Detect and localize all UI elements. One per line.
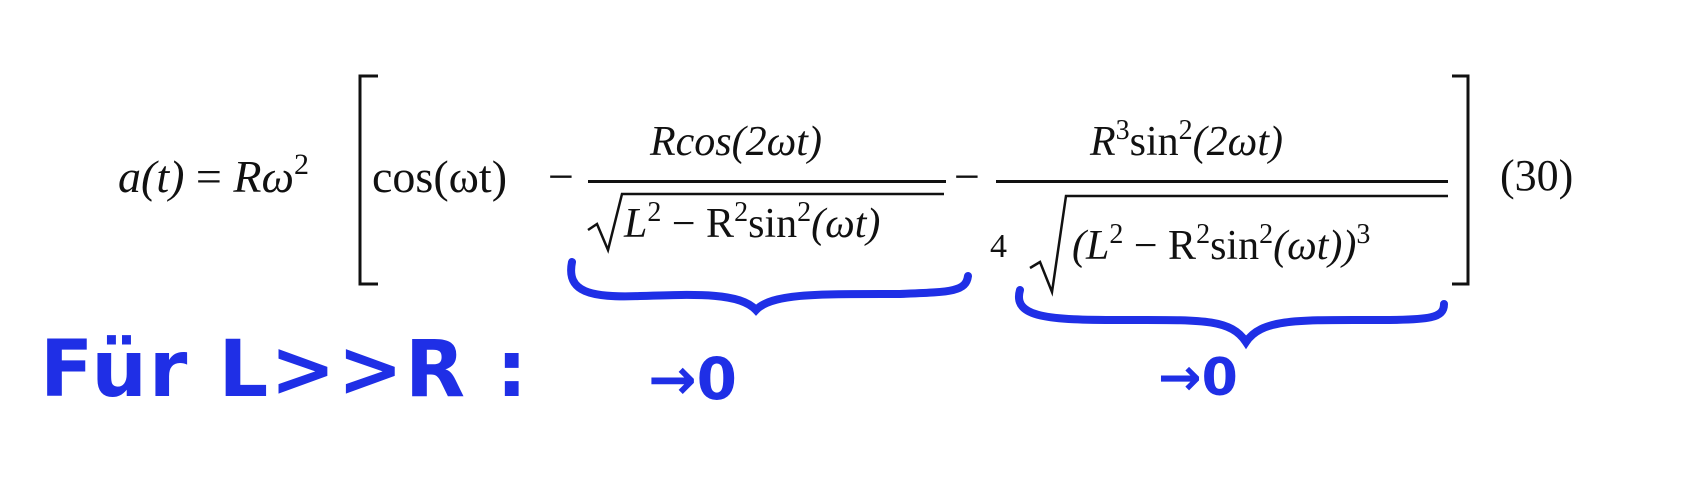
f2-den-exp-outer: 3 [1356,219,1371,250]
fraction2-denominator: (L2 − R2sin2(ωt))3 [1072,219,1371,270]
f2-den-exp3: 2 [1259,219,1274,250]
left-bracket [358,74,378,286]
equation-number: (30) [1500,151,1574,200]
f1-den-exp1: 2 [647,197,662,228]
right-bracket [1452,74,1470,286]
f2-den-exp1: 2 [1109,219,1124,250]
f2-num-sin: sin [1129,119,1179,165]
equals-sign: = [195,151,222,202]
handwritten-arrow-zero-1: →0 [648,345,737,413]
f1-den-sin: sin [748,201,798,247]
f2-num-exp2: 2 [1178,115,1193,146]
f1-den-exp3: 2 [797,197,812,228]
minus-1: − [548,151,574,202]
term-cos-text: cos(ωt) [372,151,508,202]
fraction1-bar [588,180,946,183]
fraction1-numerator: Rcos(2ωt) [650,118,822,166]
f1-num-text: Rcos(2ωt) [650,119,822,165]
minus-2: − [954,151,980,202]
sqrt-sign-1 [587,192,944,254]
f2-num-arg: (2ωt) [1192,119,1283,165]
fraction1-denominator: L2 − R2sin2(ωt) [624,197,881,248]
handwritten-condition: Für L>>R : [40,325,530,415]
f2-den-exp2: 2 [1196,219,1211,250]
fraction2-coefficient: 4 [990,228,1007,265]
fraction2-numerator: R3sin2(2ωt) [1090,115,1283,166]
brace-1 [567,258,972,316]
lhs-exponent: 2 [293,148,309,181]
sqrt-sign-2 [1029,194,1448,297]
f2-den-sin: sin [1210,223,1260,269]
f1-den-exp2: 2 [734,197,749,228]
f2-den-minusR: − R [1133,223,1197,269]
f1-den-arg: (ωt) [811,201,881,247]
equation-lhs: a(t) = Rω2 [118,148,309,203]
f2-den-L: (L [1072,223,1110,269]
handwritten-arrow-zero-2: →0 [1158,348,1238,408]
lhs-R: R [233,151,262,202]
f1-den-minusR: − R [671,201,735,247]
fraction2-bar [996,180,1448,183]
f1-den-L: L [624,201,648,247]
f2-num-exp: 3 [1115,115,1130,146]
lhs-function: a(t) [118,151,185,202]
f2-num-R: R [1090,119,1116,165]
term-cos: cos(ωt) [372,150,507,203]
lhs-omega: ω [261,151,294,202]
f2-den-arg: (ωt)) [1273,223,1357,269]
brace-2 [1014,286,1448,350]
